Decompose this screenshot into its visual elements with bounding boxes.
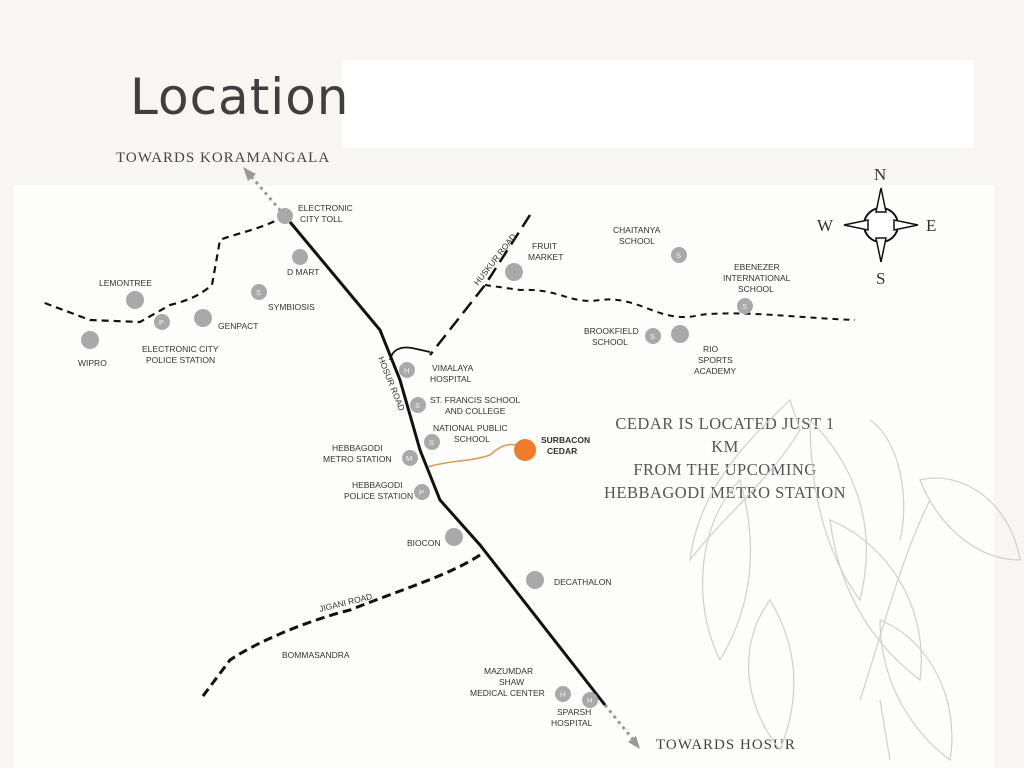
marker-ec-police — [154, 314, 170, 330]
vimalaya-link — [389, 346, 431, 361]
compass-s: S — [876, 269, 885, 288]
label-fruit-market: FRUIT MARKET — [528, 241, 563, 262]
note-line-1: CEDAR IS LOCATED JUST 1 KM — [615, 414, 835, 456]
page-title: Location — [130, 68, 350, 126]
compass-rose-icon: N S E W — [817, 165, 936, 288]
label-wipro: WIPRO — [78, 358, 107, 368]
marker-letter: H — [404, 366, 409, 375]
title-band — [342, 60, 974, 148]
marker-brookfield — [645, 328, 661, 344]
label-electronic-city-toll: ELECTRONIC CITY TOLL — [298, 203, 355, 224]
marker-biocon — [445, 528, 463, 546]
label-symbiosis: SYMBIOSIS — [268, 302, 315, 312]
marker-letter: P — [159, 318, 164, 327]
marker-letter: P — [419, 488, 424, 497]
marker-letter: S — [650, 332, 655, 341]
compass-e: E — [926, 216, 936, 235]
bommasandra-label: BOMMASANDRA — [282, 650, 350, 660]
note-line-3: HEBBAGODI METRO STATION — [603, 483, 847, 502]
jigani-road — [198, 553, 481, 701]
marker-ebenezer — [737, 298, 753, 314]
huskur-road — [429, 214, 532, 356]
label-hebbagodi-metro: HEBBAGODI METRO STATION — [323, 443, 392, 464]
marker-sparsh — [582, 692, 598, 708]
hosur-road-north-arrow — [248, 174, 287, 217]
marker-letter: S — [742, 302, 747, 311]
label-surbacon-cedar: SURBACON CEDAR — [541, 435, 593, 456]
label-decathalon: DECATHALON — [554, 577, 611, 587]
marker-symbiosis — [251, 284, 267, 300]
hosur-road — [283, 215, 607, 706]
location-note: CEDAR IS LOCATED JUST 1 KM FROM THE UPCO… — [600, 412, 850, 504]
marker-st-francis — [410, 397, 426, 413]
cedar-link — [427, 443, 526, 468]
label-sparsh: SPARSH HOSPITAL — [551, 707, 594, 728]
marker-chaitanya — [671, 247, 687, 263]
marker-wipro — [81, 331, 99, 349]
marker-genpact — [194, 309, 212, 327]
marker-fruit-market — [505, 263, 523, 281]
map-markers: S P S S S H S S M P H H — [81, 208, 753, 708]
leaf-watermark — [689, 398, 1021, 762]
label-biocon: BIOCON — [407, 538, 441, 548]
marker-decathalon — [526, 571, 544, 589]
label-nps: NATIONAL PUBLIC SCHOOL — [433, 423, 510, 444]
map-background — [14, 185, 994, 768]
marker-d-mart — [292, 249, 308, 265]
towards-hosur-label: TOWARDS HOSUR — [656, 737, 796, 753]
note-line-2: FROM THE UPCOMING — [633, 460, 817, 479]
marker-letter: H — [587, 696, 592, 705]
landmark-labels: ELECTRONIC CITY TOLL D MART SYMBIOSIS LE… — [78, 203, 792, 728]
label-hebbagodi-police: HEBBAGODI POLICE STATION — [344, 480, 413, 501]
marker-nps — [424, 434, 440, 450]
marker-vimalaya — [399, 362, 415, 378]
west-road — [41, 215, 286, 324]
label-brookfield: BROOKFIELD SCHOOL — [584, 326, 641, 347]
label-rio: RIO SPORTS ACADEMY — [694, 344, 736, 376]
label-d-mart: D MART — [287, 267, 319, 277]
marker-rio — [671, 325, 689, 343]
roads — [41, 167, 856, 749]
label-lemontree: LEMONTREE — [99, 278, 152, 288]
label-vimalaya: VIMALAYA HOSPITAL — [430, 363, 475, 384]
marker-surbacon-cedar — [514, 439, 536, 461]
east-road — [484, 284, 856, 321]
label-mazumdar: MAZUMDAR SHAW MEDICAL CENTER — [470, 666, 545, 698]
marker-hebbagodi-police — [414, 484, 430, 500]
marker-electronic-city-toll — [277, 208, 293, 224]
marker-letter: S — [676, 251, 681, 260]
marker-lemontree — [126, 291, 144, 309]
marker-hebbagodi-metro — [402, 450, 418, 466]
marker-letter: M — [406, 454, 412, 463]
label-ebenezer: EBENEZER INTERNATIONAL SCHOOL — [723, 262, 792, 294]
label-ec-police: ELECTRONIC CITY POLICE STATION — [142, 344, 221, 365]
label-chaitanya: CHAITANYA SCHOOL — [613, 225, 662, 246]
marker-letter: S — [256, 288, 261, 297]
marker-letter: H — [560, 690, 565, 699]
label-st-francis: ST. FRANCIS SCHOOL AND COLLEGE — [430, 395, 522, 416]
marker-letter: S — [415, 401, 420, 410]
compass-w: W — [817, 216, 834, 235]
hosur-road-south-arrow — [603, 704, 637, 743]
marker-mazumdar — [555, 686, 571, 702]
towards-koramangala-label: TOWARDS KORAMANGALA — [116, 150, 331, 166]
marker-letter: S — [429, 438, 434, 447]
label-genpact: GENPACT — [218, 321, 258, 331]
compass-n: N — [874, 165, 886, 184]
